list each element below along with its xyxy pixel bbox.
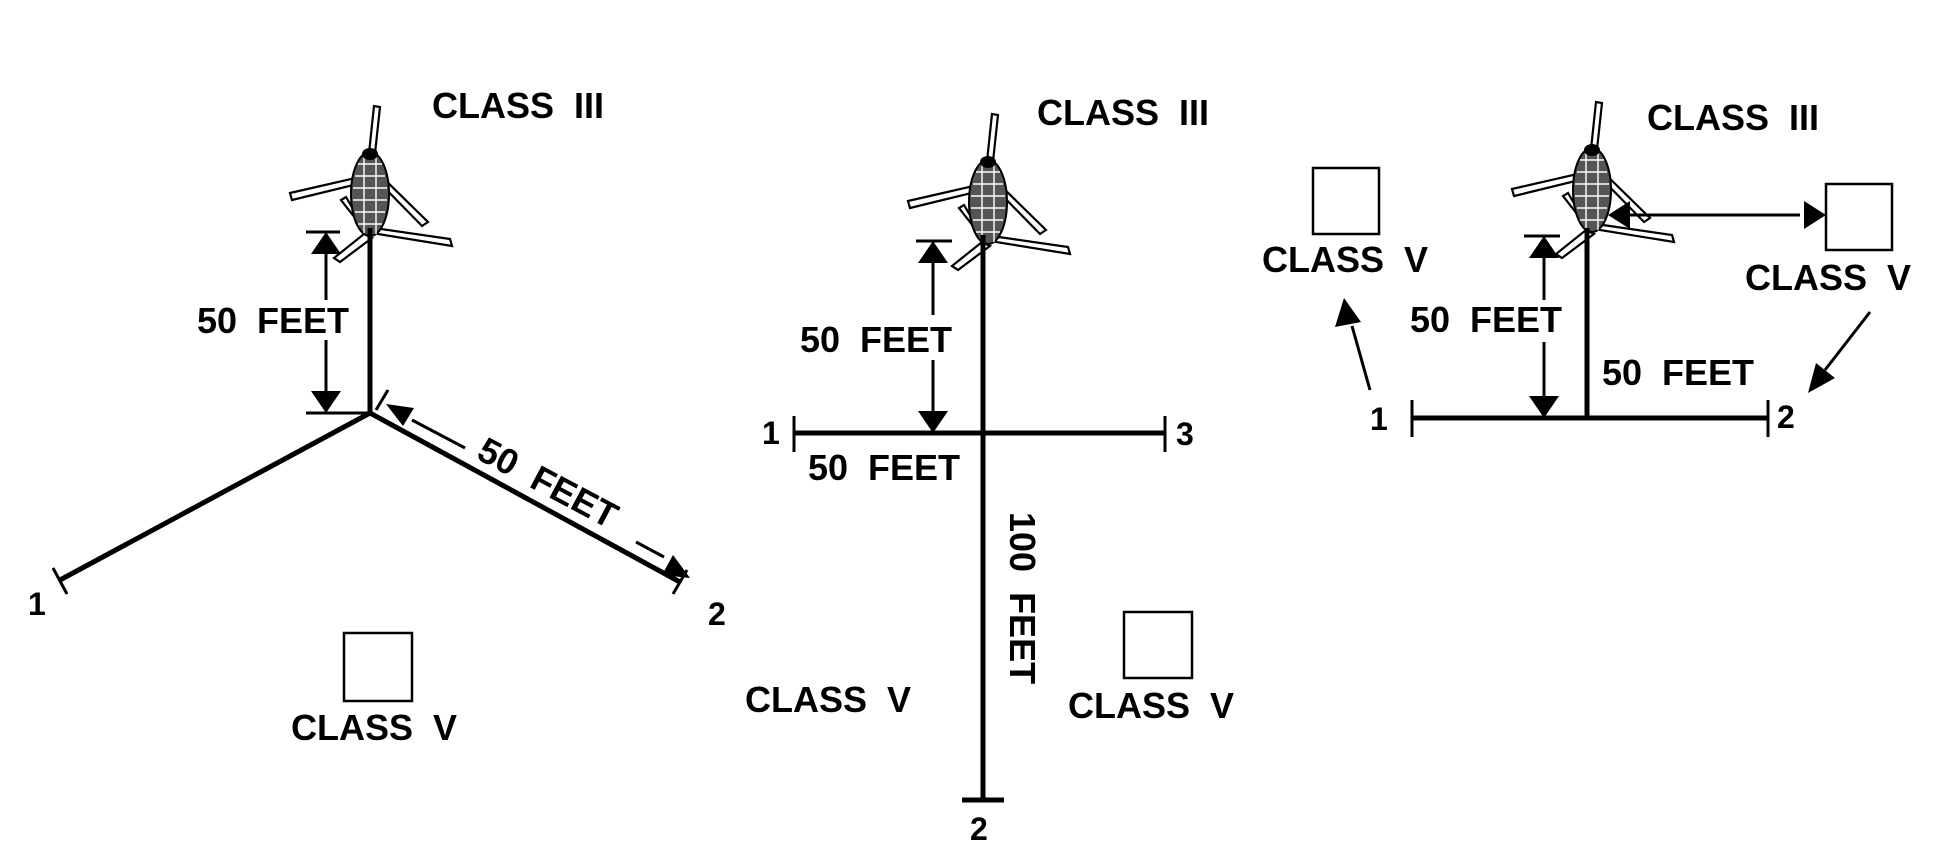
arrow-icon xyxy=(1808,363,1835,393)
cargo-right-class-label: CLASS V xyxy=(1745,257,1911,298)
distance-vertical: 50 FEET xyxy=(197,300,349,341)
leg-to-point-2 xyxy=(368,410,682,585)
dimension-line xyxy=(411,418,466,450)
arrow-icon xyxy=(311,391,341,413)
arrow-icon xyxy=(1804,201,1826,229)
distance-vertical: 50 FEET xyxy=(1410,299,1562,340)
cargo-box-icon xyxy=(342,631,414,703)
distance-long: 100 FEET xyxy=(1002,512,1043,684)
arrow-icon xyxy=(311,232,341,254)
arrow-icon xyxy=(662,555,690,578)
arrow-icon xyxy=(1529,236,1559,258)
arrow-icon xyxy=(918,411,948,433)
arrow-icon xyxy=(386,404,414,426)
arrow-icon xyxy=(918,241,948,263)
cargo-class-label: CLASS V xyxy=(1068,685,1234,726)
point-2-label: 2 xyxy=(708,596,726,632)
panel-3: CLASS III 50 FEET 50 FEET 1 2 CLASS V CL… xyxy=(1262,97,1911,437)
cargo-box-icon xyxy=(1311,166,1381,236)
distance-vertical: 50 FEET xyxy=(800,319,952,360)
helicopter-class-label: CLASS III xyxy=(1647,97,1819,138)
panel-1: CLASS III 50 FEET 50 FEET 1 2 CLASS V xyxy=(28,85,726,748)
point-2-label: 2 xyxy=(1777,399,1795,435)
point-1-label: 1 xyxy=(28,586,46,622)
distance-horizontal: 50 FEET xyxy=(1602,352,1754,393)
leg-end-tick xyxy=(51,567,69,595)
point-3-label: 3 xyxy=(1176,416,1194,452)
point-1-label: 1 xyxy=(762,415,780,451)
cargo-box-icon xyxy=(1122,610,1194,680)
arrow-icon xyxy=(1529,396,1559,418)
distance-horizontal: 50 FEET xyxy=(808,447,960,488)
cargo-box-icon xyxy=(1824,182,1894,252)
arrow-line xyxy=(1823,311,1872,371)
dimension-line xyxy=(635,540,665,559)
arrow-line xyxy=(1350,325,1372,391)
helicopter-class-label: CLASS III xyxy=(1037,92,1209,133)
left-class-label: CLASS V xyxy=(745,679,911,720)
helicopter-class-label: CLASS III xyxy=(432,85,604,126)
arrow-icon xyxy=(1608,201,1630,229)
cargo-class-label: CLASS V xyxy=(291,707,457,748)
cargo-left-class-label: CLASS V xyxy=(1262,239,1428,280)
point-1-label: 1 xyxy=(1370,401,1388,437)
point-2-label: 2 xyxy=(970,811,988,847)
leg-to-point-1 xyxy=(58,410,372,583)
leg-start-tick xyxy=(374,389,390,411)
panel-2: CLASS III 50 FEET 50 FEET 100 FEET 1 3 2… xyxy=(745,92,1234,847)
arrow-icon xyxy=(1335,298,1361,327)
